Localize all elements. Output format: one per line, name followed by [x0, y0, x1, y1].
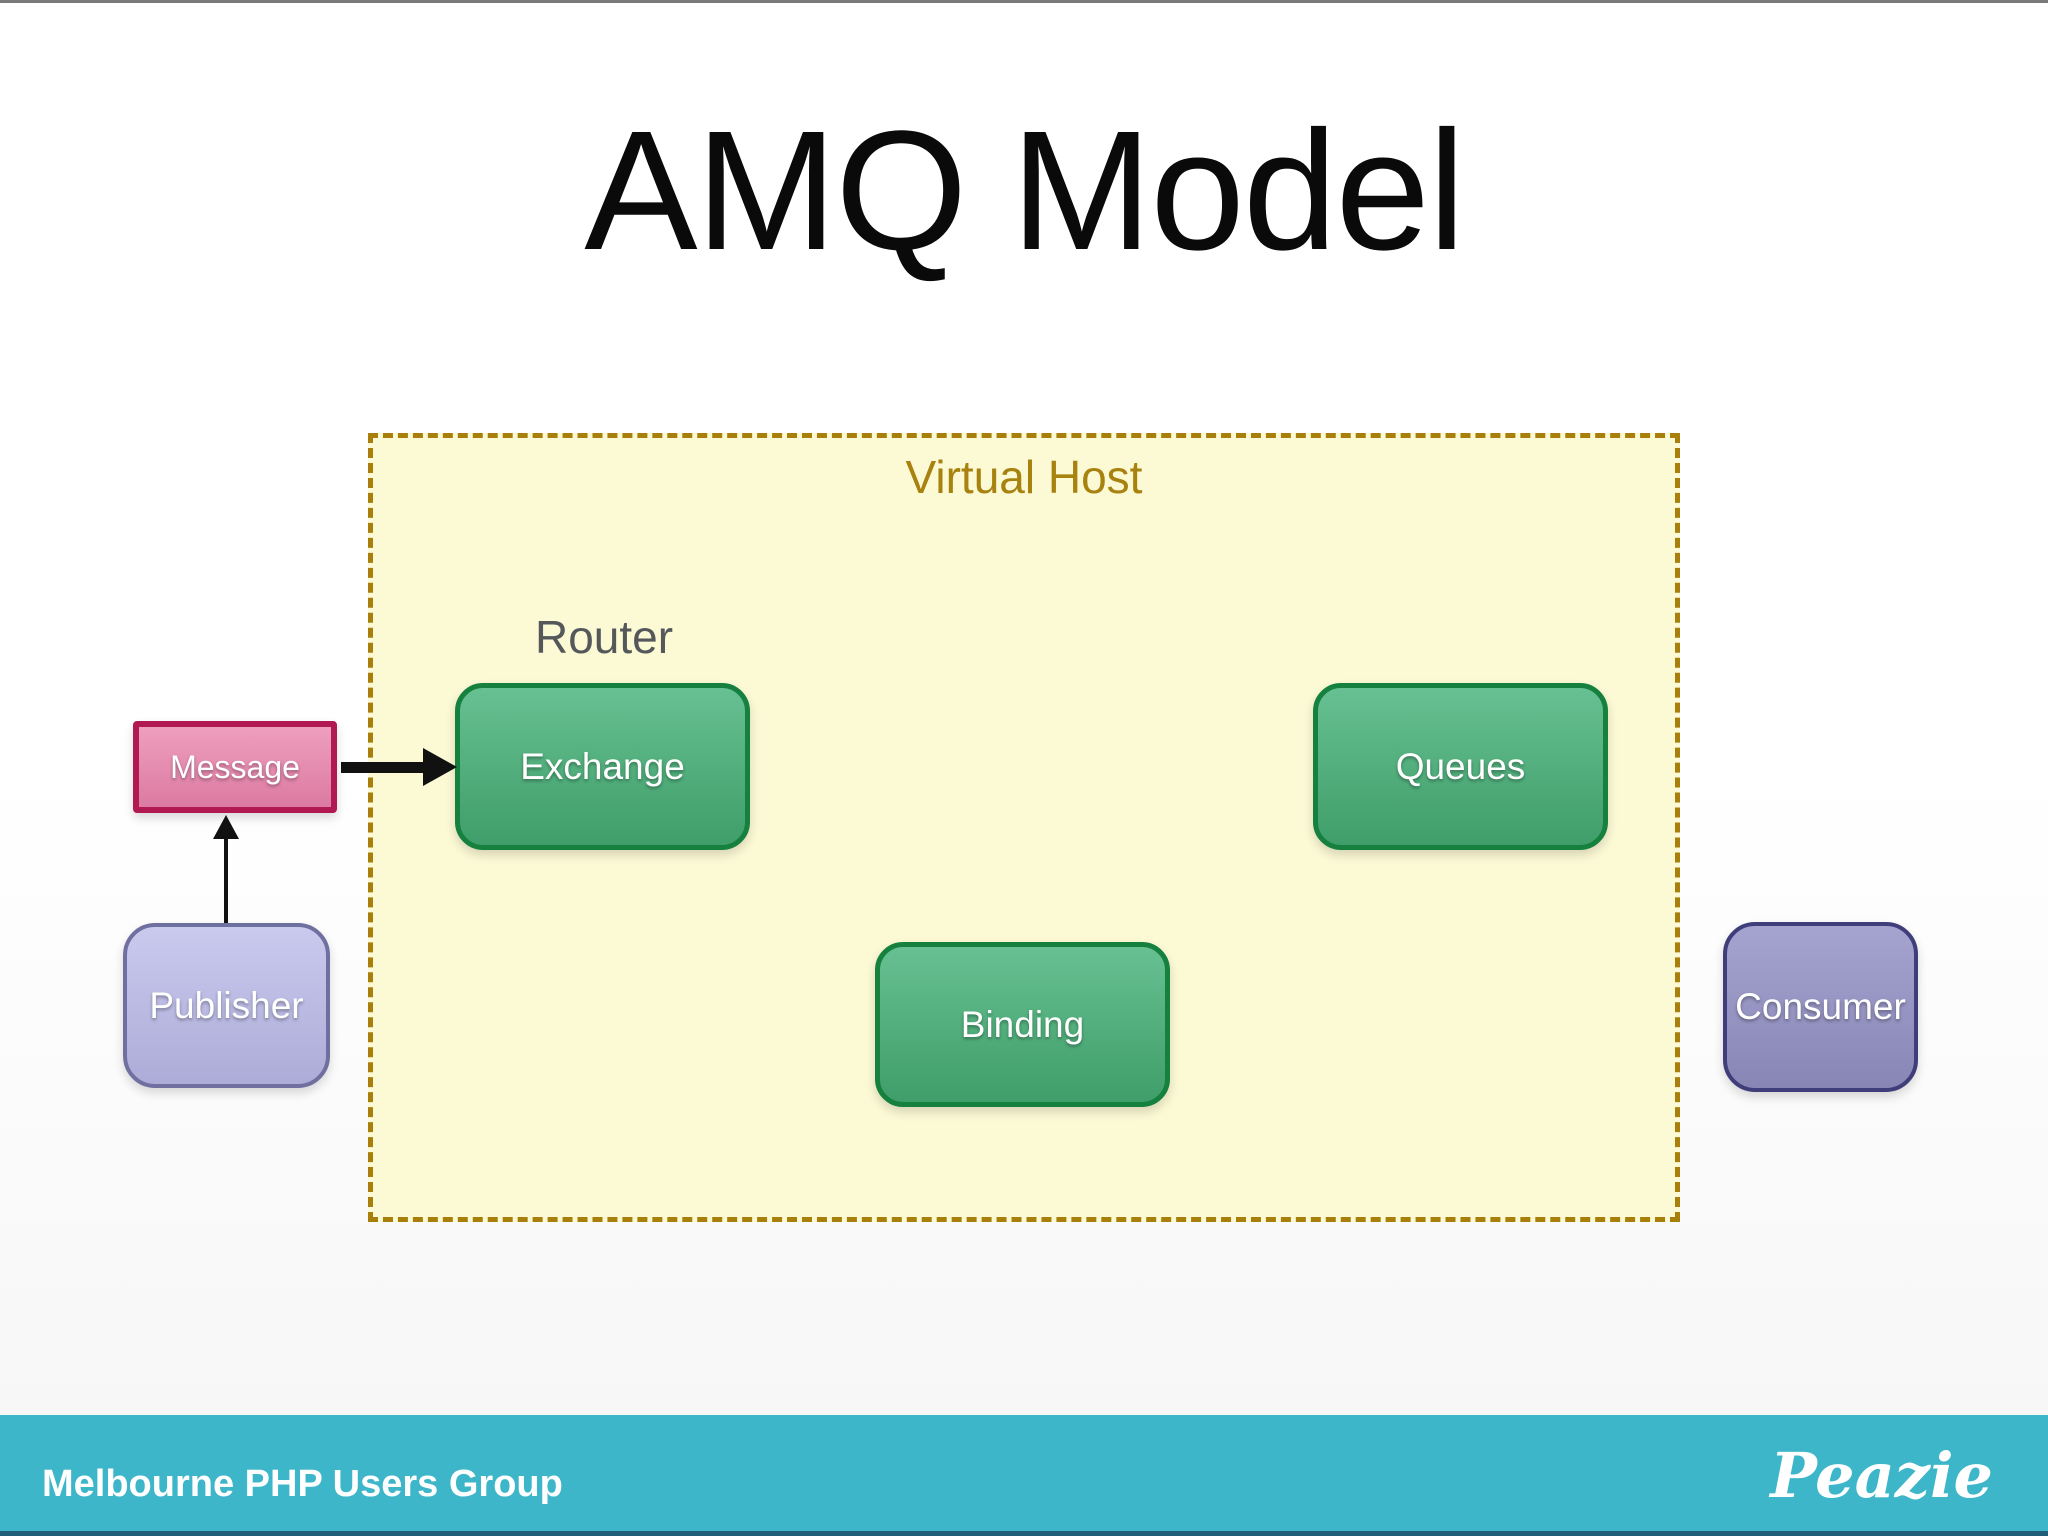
router-label: Router [535, 611, 674, 663]
queues-node: Queues [1313, 683, 1608, 850]
message-node-label: Message [170, 748, 300, 785]
arrow-right-head-icon [423, 748, 457, 786]
top-border-line [0, 0, 2048, 3]
peazie-logo: Peazie [1770, 1439, 1993, 1512]
publisher-node: Publisher [123, 923, 330, 1088]
queues-node-label: Queues [1395, 745, 1526, 787]
consumer-node-label: Consumer [1735, 986, 1906, 1027]
message-node: Message [133, 721, 337, 813]
footer-bottom-stripe [0, 1531, 2048, 1536]
footer-group-name: Melbourne PHP Users Group [42, 1463, 563, 1505]
slide-title: AMQ Model [584, 96, 1465, 286]
exchange-node: Exchange [455, 683, 750, 850]
virtual-host-label: Virtual Host [905, 451, 1143, 503]
arrow-up-head-icon [213, 815, 239, 839]
arrow-up-shaft [224, 838, 228, 923]
exchange-node-label: Exchange [520, 745, 685, 787]
footer-bar: Melbourne PHP Users Group Peazie [0, 1415, 2048, 1531]
publisher-node-label: Publisher [149, 984, 304, 1026]
arrow-right-shaft [341, 762, 427, 773]
binding-node-label: Binding [960, 1003, 1085, 1045]
binding-node: Binding [875, 942, 1170, 1107]
consumer-node: Consumer [1723, 922, 1918, 1092]
